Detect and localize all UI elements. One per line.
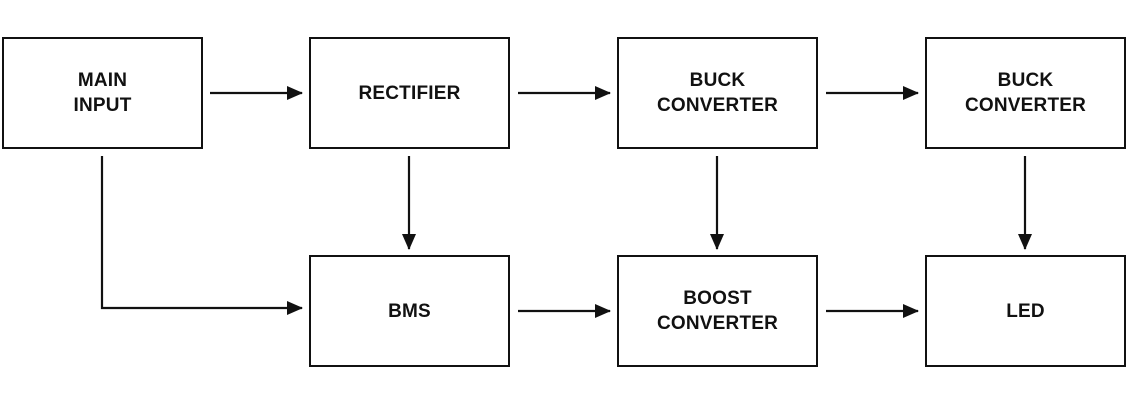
boost-converter-label-line-1: BOOST <box>683 288 752 309</box>
rectifier-label: RECTIFIER <box>358 81 460 106</box>
rectifier-label-line-1: RECTIFIER <box>358 82 461 104</box>
boost-converter-label-line-2: CONVERTER <box>656 313 779 334</box>
bms-label-line-1: BMS <box>388 300 431 322</box>
buck-converter-1-label-line-2: CONVERTER <box>656 95 779 116</box>
main-input-label-line-2: INPUT <box>73 95 132 116</box>
boost-converter-box: BOOST CONVERTER <box>617 255 818 367</box>
buck-converter-2-box: BUCK CONVERTER <box>925 37 1126 149</box>
bms-label: BMS <box>388 299 431 324</box>
led-label: LED <box>1006 299 1045 324</box>
led-label-line-1: LED <box>1006 300 1045 322</box>
main-input-label: MAIN INPUT <box>74 68 132 118</box>
main-input-label-line-1: MAIN <box>77 70 128 91</box>
bms-box: BMS <box>309 255 510 367</box>
buck-converter-1-label: BUCK CONVERTER <box>657 68 778 118</box>
boost-converter-label: BOOST CONVERTER <box>657 286 778 336</box>
led-box: LED <box>925 255 1126 367</box>
buck-converter-1-box: BUCK CONVERTER <box>617 37 818 149</box>
buck-converter-2-label-line-2: CONVERTER <box>964 95 1087 116</box>
main-input-box: MAIN INPUT <box>2 37 203 149</box>
rectifier-box: RECTIFIER <box>309 37 510 149</box>
arrow-main-input-to-bms <box>100 156 303 315</box>
buck-converter-2-label-line-1: BUCK <box>997 70 1054 91</box>
buck-converter-1-label-line-1: BUCK <box>689 70 746 91</box>
buck-converter-2-label: BUCK CONVERTER <box>965 68 1086 118</box>
